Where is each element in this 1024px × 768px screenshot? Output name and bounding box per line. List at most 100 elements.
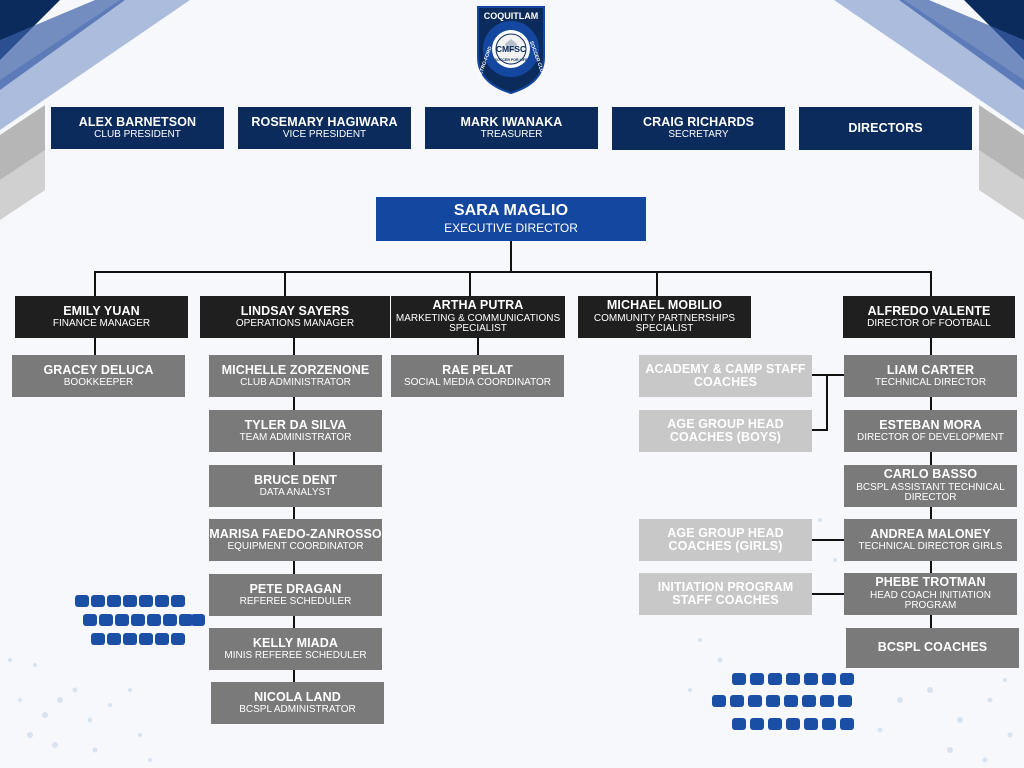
staff-title: SOCIAL MEDIA COORDINATOR: [403, 376, 552, 388]
svg-text:CMFSC: CMFSC: [496, 44, 526, 54]
operations-staff: KELLY MIADA MINIS REFEREE SCHEDULER: [209, 628, 382, 670]
board-member-name: DIRECTORS: [848, 120, 923, 135]
staff-name: PETE DRAGAN: [249, 581, 342, 596]
board-member-president: ALEX BARNETSON CLUB PRESIDENT: [51, 107, 224, 149]
staff-name: TYLER DA SILVA: [244, 417, 347, 432]
staff-name: KELLY MIADA: [252, 635, 339, 650]
connector-line: [293, 337, 295, 684]
operations-staff: MARISA FAEDO-ZANROSSO EQUIPMENT COORDINA…: [209, 519, 382, 561]
manager-name: ARTHA PUTRA: [432, 298, 524, 313]
connector-line: [94, 271, 931, 273]
connector-line: [510, 241, 512, 272]
board-member-title: SECRETARY: [668, 129, 729, 141]
manager-marketing: ARTHA PUTRA MARKETING & COMMUNICATIONS S…: [391, 296, 565, 338]
coach-group-name: AGE GROUP HEAD COACHES (BOYS): [667, 416, 784, 444]
board-member-treasurer: MARK IWANAKA TREASURER: [425, 107, 598, 149]
operations-staff: PETE DRAGAN REFEREE SCHEDULER: [209, 574, 382, 616]
board-member-title: CLUB PRESIDENT: [94, 128, 181, 140]
staff-title: CLUB ADMINISTRATOR: [240, 376, 351, 388]
board-member-name: ROSEMARY HAGIWARA: [251, 114, 398, 129]
manager-community: MICHAEL MOBILIO COMMUNITY PARTNERSHIPS S…: [578, 296, 751, 338]
football-staff: LIAM CARTER TECHNICAL DIRECTOR: [844, 355, 1017, 397]
football-staff: CARLO BASSO BCSPL ASSISTANT TECHNICAL DI…: [844, 465, 1017, 507]
connector-line: [811, 593, 846, 595]
connector-line: [656, 271, 658, 296]
connector-line: [811, 429, 828, 431]
board-member-name: CRAIG RICHARDS: [642, 115, 755, 130]
staff-title: HEAD COACH INITIATION PROGRAM: [870, 589, 991, 612]
staff-name: RAE PELAT: [442, 362, 513, 377]
board-member-name: MARK IWANAKA: [460, 114, 563, 129]
board-member-name: ALEX BARNETSON: [78, 114, 197, 129]
coach-group: ACADEMY & CAMP STAFF COACHES: [639, 355, 812, 397]
manager-name: EMILY YUAN: [63, 303, 140, 318]
coach-group-name: INITIATION PROGRAM STAFF COACHES: [657, 579, 794, 607]
connector-line: [477, 337, 479, 355]
decorative-dots-right: [712, 673, 862, 733]
coach-group-name: ACADEMY & CAMP STAFF COACHES: [645, 361, 806, 389]
staff-name: LIAM CARTER: [886, 362, 975, 377]
executive-name: SARA MAGLIO: [453, 202, 569, 220]
svg-text:COQUITLAM: COQUITLAM: [484, 11, 539, 21]
operations-staff: MICHELLE ZORZENONE CLUB ADMINISTRATOR: [209, 355, 382, 397]
executive-title: EXECUTIVE DIRECTOR: [444, 221, 578, 236]
coach-group: INITIATION PROGRAM STAFF COACHES: [639, 573, 812, 615]
staff-name: MARISA FAEDO-ZANROSSO: [209, 526, 382, 541]
manager-operations: LINDSAY SAYERS OPERATIONS MANAGER: [200, 296, 390, 338]
manager-football: ALFREDO VALENTE DIRECTOR OF FOOTBALL: [843, 296, 1015, 338]
board-directors: DIRECTORS: [799, 107, 972, 150]
decorative-dots-left: [75, 595, 205, 650]
connector-line: [284, 271, 286, 296]
staff-title: TECHNICAL DIRECTOR: [874, 376, 987, 388]
board-member-secretary: CRAIG RICHARDS SECRETARY: [612, 107, 785, 150]
staff-title: BOOKKEEPER: [63, 376, 134, 388]
connector-line: [94, 337, 96, 355]
coach-group-name: AGE GROUP HEAD COACHES (GIRLS): [667, 525, 784, 553]
manager-title: COMMUNITY PARTNERSHIPS SPECIALIST: [593, 312, 736, 335]
staff-title: DATA ANALYST: [259, 486, 332, 498]
finance-staff: GRACEY DELUCA BOOKKEEPER: [12, 355, 185, 397]
manager-name: ALFREDO VALENTE: [867, 303, 991, 318]
board-member-title: TREASURER: [480, 128, 543, 140]
executive-director: SARA MAGLIO EXECUTIVE DIRECTOR: [376, 197, 646, 241]
manager-finance: EMILY YUAN FINANCE MANAGER: [15, 296, 188, 338]
football-staff: ANDREA MALONEY TECHNICAL DIRECTOR GIRLS: [844, 519, 1017, 561]
board-member-title: VICE PRESIDENT: [282, 128, 367, 140]
football-staff: BCSPL COACHES: [846, 628, 1019, 668]
football-staff: ESTEBAN MORA DIRECTOR OF DEVELOPMENT: [844, 410, 1017, 452]
manager-title: OPERATIONS MANAGER: [235, 317, 355, 329]
board-member-vice-president: ROSEMARY HAGIWARA VICE PRESIDENT: [238, 107, 411, 149]
manager-title: MARKETING & COMMUNICATIONS SPECIALIST: [395, 312, 561, 335]
staff-name: MICHELLE ZORZENONE: [221, 362, 370, 377]
staff-title: MINIS REFEREE SCHEDULER: [224, 649, 367, 661]
staff-title: REFEREE SCHEDULER: [239, 595, 352, 607]
staff-title: BCSPL ASSISTANT TECHNICAL DIRECTOR: [856, 481, 1005, 504]
operations-staff: TYLER DA SILVA TEAM ADMINISTRATOR: [209, 410, 382, 452]
connector-line: [469, 271, 471, 296]
connector-line: [94, 271, 96, 296]
club-logo: COQUITLAM METRO-FORD SOCCER CLUB CMFSC S…: [476, 6, 546, 95]
staff-name: PHEBE TROTMAN: [875, 575, 986, 590]
football-staff: PHEBE TROTMAN HEAD COACH INITIATION PROG…: [844, 573, 1017, 615]
staff-title: TECHNICAL DIRECTOR GIRLS: [858, 540, 1003, 552]
connector-line: [826, 374, 828, 430]
operations-staff: NICOLA LAND BCSPL ADMINISTRATOR: [211, 682, 384, 724]
staff-name: ESTEBAN MORA: [879, 417, 982, 432]
manager-name: LINDSAY SAYERS: [240, 303, 350, 318]
staff-name: NICOLA LAND: [254, 689, 341, 704]
manager-title: DIRECTOR OF FOOTBALL: [867, 317, 991, 329]
staff-title: DIRECTOR OF DEVELOPMENT: [856, 431, 1005, 443]
connector-line: [811, 374, 846, 376]
staff-name: CARLO BASSO: [883, 467, 978, 482]
staff-title: BCSPL ADMINISTRATOR: [239, 703, 356, 715]
staff-title: EQUIPMENT COORDINATOR: [227, 540, 364, 552]
svg-text:SOCCER FOR LIFE: SOCCER FOR LIFE: [495, 58, 528, 62]
operations-staff: BRUCE DENT DATA ANALYST: [209, 465, 382, 507]
connector-line: [930, 271, 932, 296]
staff-name: GRACEY DELUCA: [43, 362, 154, 377]
staff-title: TEAM ADMINISTRATOR: [239, 431, 352, 443]
staff-name: BCSPL COACHES: [877, 640, 988, 655]
coach-group: AGE GROUP HEAD COACHES (GIRLS): [639, 519, 812, 561]
marketing-staff: RAE PELAT SOCIAL MEDIA COORDINATOR: [391, 355, 564, 397]
